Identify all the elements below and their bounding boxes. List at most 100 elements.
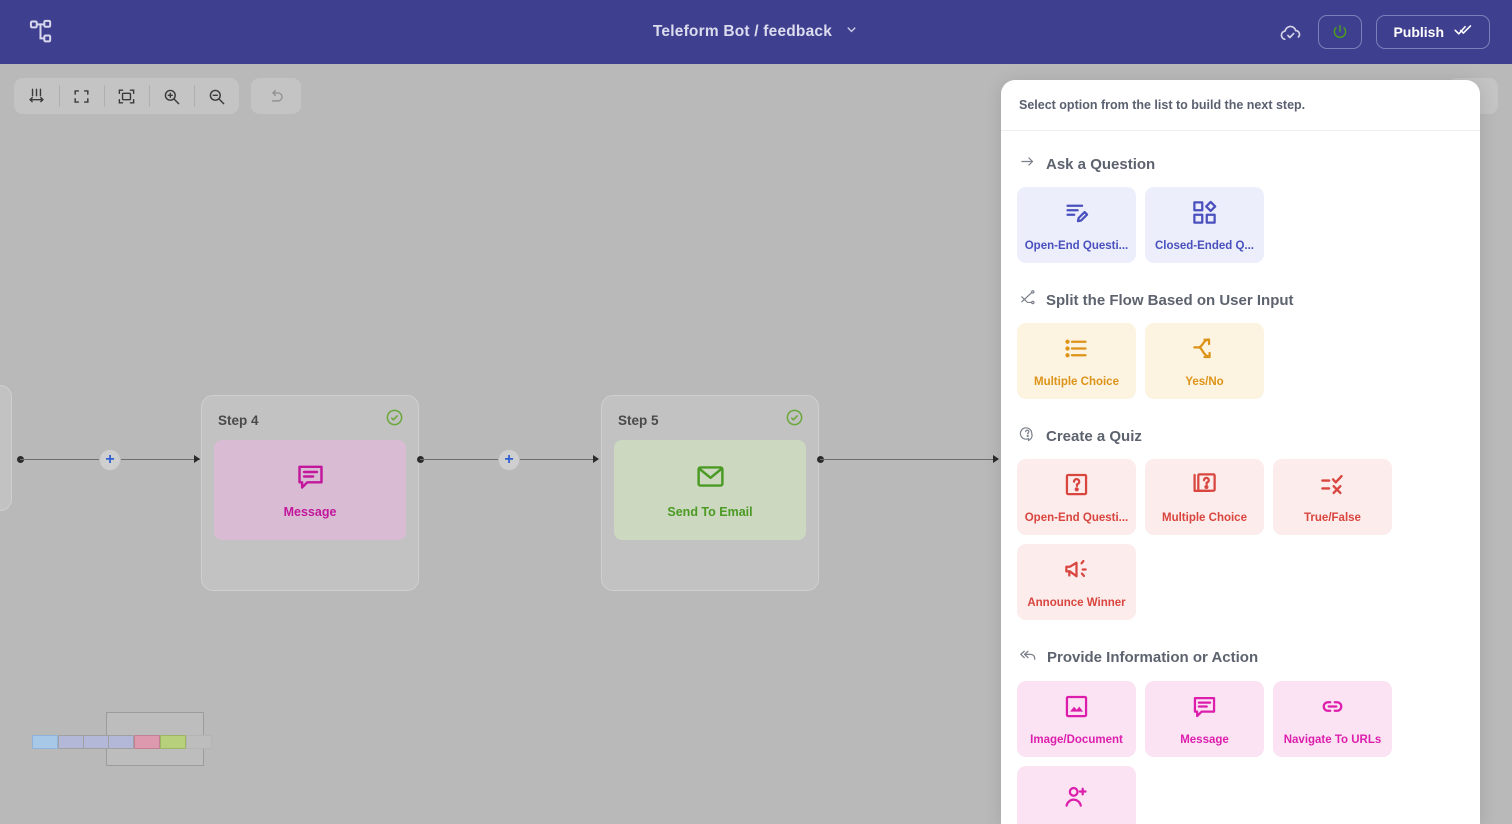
section-title: Split the Flow Based on User Input: [1046, 291, 1294, 309]
minimap-node: [58, 735, 84, 749]
minimap-node: [134, 735, 160, 749]
distribute-horizontal-icon[interactable]: [14, 78, 59, 114]
card-announce-winner[interactable]: Announce Winner: [1017, 544, 1136, 620]
flow-node-title: Step 4: [218, 412, 259, 428]
edge-line: [820, 459, 998, 460]
section-cards: Open-End Questi... Multiple Choice: [1017, 459, 1464, 620]
step-picker-panel: Select option from the list to build the…: [1001, 80, 1480, 824]
flow-node-step-5[interactable]: Step 5 Send To Email: [601, 395, 819, 591]
undo-button[interactable]: [251, 78, 301, 114]
image-icon: [1063, 693, 1090, 725]
card-label: True/False: [1304, 511, 1361, 524]
card-navigate-to-urls[interactable]: Navigate To URLs: [1273, 681, 1392, 757]
flow-node-title: Step 5: [618, 412, 659, 428]
card-open-end-question[interactable]: Open-End Questi...: [1017, 187, 1136, 263]
minimap-node: [160, 735, 186, 749]
top-bar: Teleform Bot / feedback Publish: [0, 0, 1512, 64]
bot-power-toggle[interactable]: [1318, 15, 1363, 49]
section-header: Provide Information or Action: [1017, 646, 1464, 669]
flow-node-label: Send To Email: [667, 505, 753, 519]
edge-arrow-head: [194, 455, 200, 463]
megaphone-icon: [1063, 556, 1090, 588]
minimap-node: [32, 735, 58, 749]
page-title: Teleform Bot / feedback: [652, 23, 833, 40]
card-label: Announce Winner: [1027, 596, 1126, 609]
card-add-user[interactable]: [1017, 766, 1136, 824]
card-label: Open-End Questi...: [1024, 239, 1129, 252]
add-user-icon: [1063, 784, 1090, 816]
closed-ended-question-icon: [1191, 199, 1218, 231]
minimap[interactable]: [12, 712, 224, 776]
card-label: Navigate To URLs: [1283, 733, 1382, 746]
card-label: Image/Document: [1030, 733, 1123, 746]
reply-all-icon: [1019, 646, 1037, 669]
publish-button[interactable]: Publish: [1376, 15, 1490, 49]
section-provide-information-or-action: Provide Information or Action Image/Docu…: [1017, 646, 1464, 824]
fit-view-icon[interactable]: [59, 78, 104, 114]
check-circle-icon[interactable]: [385, 408, 404, 432]
flow-node-header: Step 5: [614, 406, 806, 428]
app-logo-icon[interactable]: [26, 16, 58, 48]
card-true-false[interactable]: True/False: [1273, 459, 1392, 535]
undo-icon: [251, 78, 301, 114]
minimap-node: [83, 735, 109, 749]
section-create-a-quiz: Create a Quiz Open-End Questi...: [1017, 425, 1464, 620]
card-label: Multiple Choice: [1162, 511, 1247, 524]
add-step-button[interactable]: +: [99, 449, 121, 471]
flow-node-body[interactable]: Message: [214, 440, 406, 540]
flow-node-header: Step 4: [214, 406, 406, 428]
section-cards: Open-End Questi... Closed-Ended Q...: [1017, 187, 1464, 263]
section-title: Create a Quiz: [1046, 427, 1142, 445]
check-circle-icon[interactable]: [785, 408, 804, 432]
split-flow-icon: [1019, 289, 1036, 311]
flow-node-body[interactable]: Send To Email: [614, 440, 806, 540]
section-header: Create a Quiz: [1017, 425, 1464, 447]
link-icon: [1319, 693, 1346, 725]
card-image-document[interactable]: Image/Document: [1017, 681, 1136, 757]
minimap-node: [108, 735, 134, 749]
zoom-out-icon[interactable]: [194, 78, 239, 114]
canvas-toolbar: [14, 78, 301, 114]
email-icon: [695, 461, 726, 497]
card-label: Yes/No: [1185, 375, 1224, 388]
canvas-toolbar-group: [14, 78, 239, 114]
section-ask-a-question: Ask a Question Open-End Questi...: [1017, 153, 1464, 263]
card-message[interactable]: Message: [1145, 681, 1264, 757]
question-stack-icon: [1191, 471, 1218, 503]
add-step-button[interactable]: +: [498, 449, 520, 471]
panel-scroll-area[interactable]: Ask a Question Open-End Questi...: [1001, 131, 1480, 824]
panel-header-text: Select option from the list to build the…: [1019, 98, 1306, 112]
minimap-node: [186, 735, 212, 749]
true-false-icon: [1319, 471, 1346, 503]
flow-node-label: Message: [283, 505, 337, 519]
cloud-saved-icon[interactable]: [1276, 18, 1304, 46]
flow-node-step-4[interactable]: Step 4 Message: [201, 395, 419, 591]
section-header: Ask a Question: [1017, 153, 1464, 175]
question-box-icon: [1063, 471, 1090, 503]
fullscreen-icon[interactable]: [104, 78, 149, 114]
card-quiz-multiple-choice[interactable]: Multiple Choice: [1145, 459, 1264, 535]
open-end-question-icon: [1063, 199, 1090, 231]
card-quiz-open-end-question[interactable]: Open-End Questi...: [1017, 459, 1136, 535]
section-title: Provide Information or Action: [1047, 649, 1259, 666]
edge-arrow-head: [993, 455, 999, 463]
quiz-question-icon: [1019, 425, 1036, 447]
card-split-multiple-choice[interactable]: Multiple Choice: [1017, 323, 1136, 399]
list-icon: [1063, 335, 1090, 367]
card-label: Closed-Ended Q...: [1154, 239, 1255, 252]
card-closed-ended-question[interactable]: Closed-Ended Q...: [1145, 187, 1264, 263]
zoom-in-icon[interactable]: [149, 78, 194, 114]
double-check-icon: [1454, 20, 1473, 44]
arrow-right-icon: [1019, 153, 1036, 175]
card-label: Multiple Choice: [1034, 375, 1119, 388]
section-title: Ask a Question: [1046, 155, 1156, 173]
flow-node-partial[interactable]: [0, 385, 12, 511]
chevron-down-icon[interactable]: [844, 22, 859, 42]
publish-button-label: Publish: [1393, 24, 1444, 40]
message-icon: [295, 461, 326, 497]
section-header: Split the Flow Based on User Input: [1017, 289, 1464, 311]
section-cards: Multiple Choice Yes/No: [1017, 323, 1464, 399]
top-bar-actions: Publish: [1276, 0, 1490, 64]
section-split-the-flow: Split the Flow Based on User Input Multi…: [1017, 289, 1464, 399]
card-yes-no[interactable]: Yes/No: [1145, 323, 1264, 399]
